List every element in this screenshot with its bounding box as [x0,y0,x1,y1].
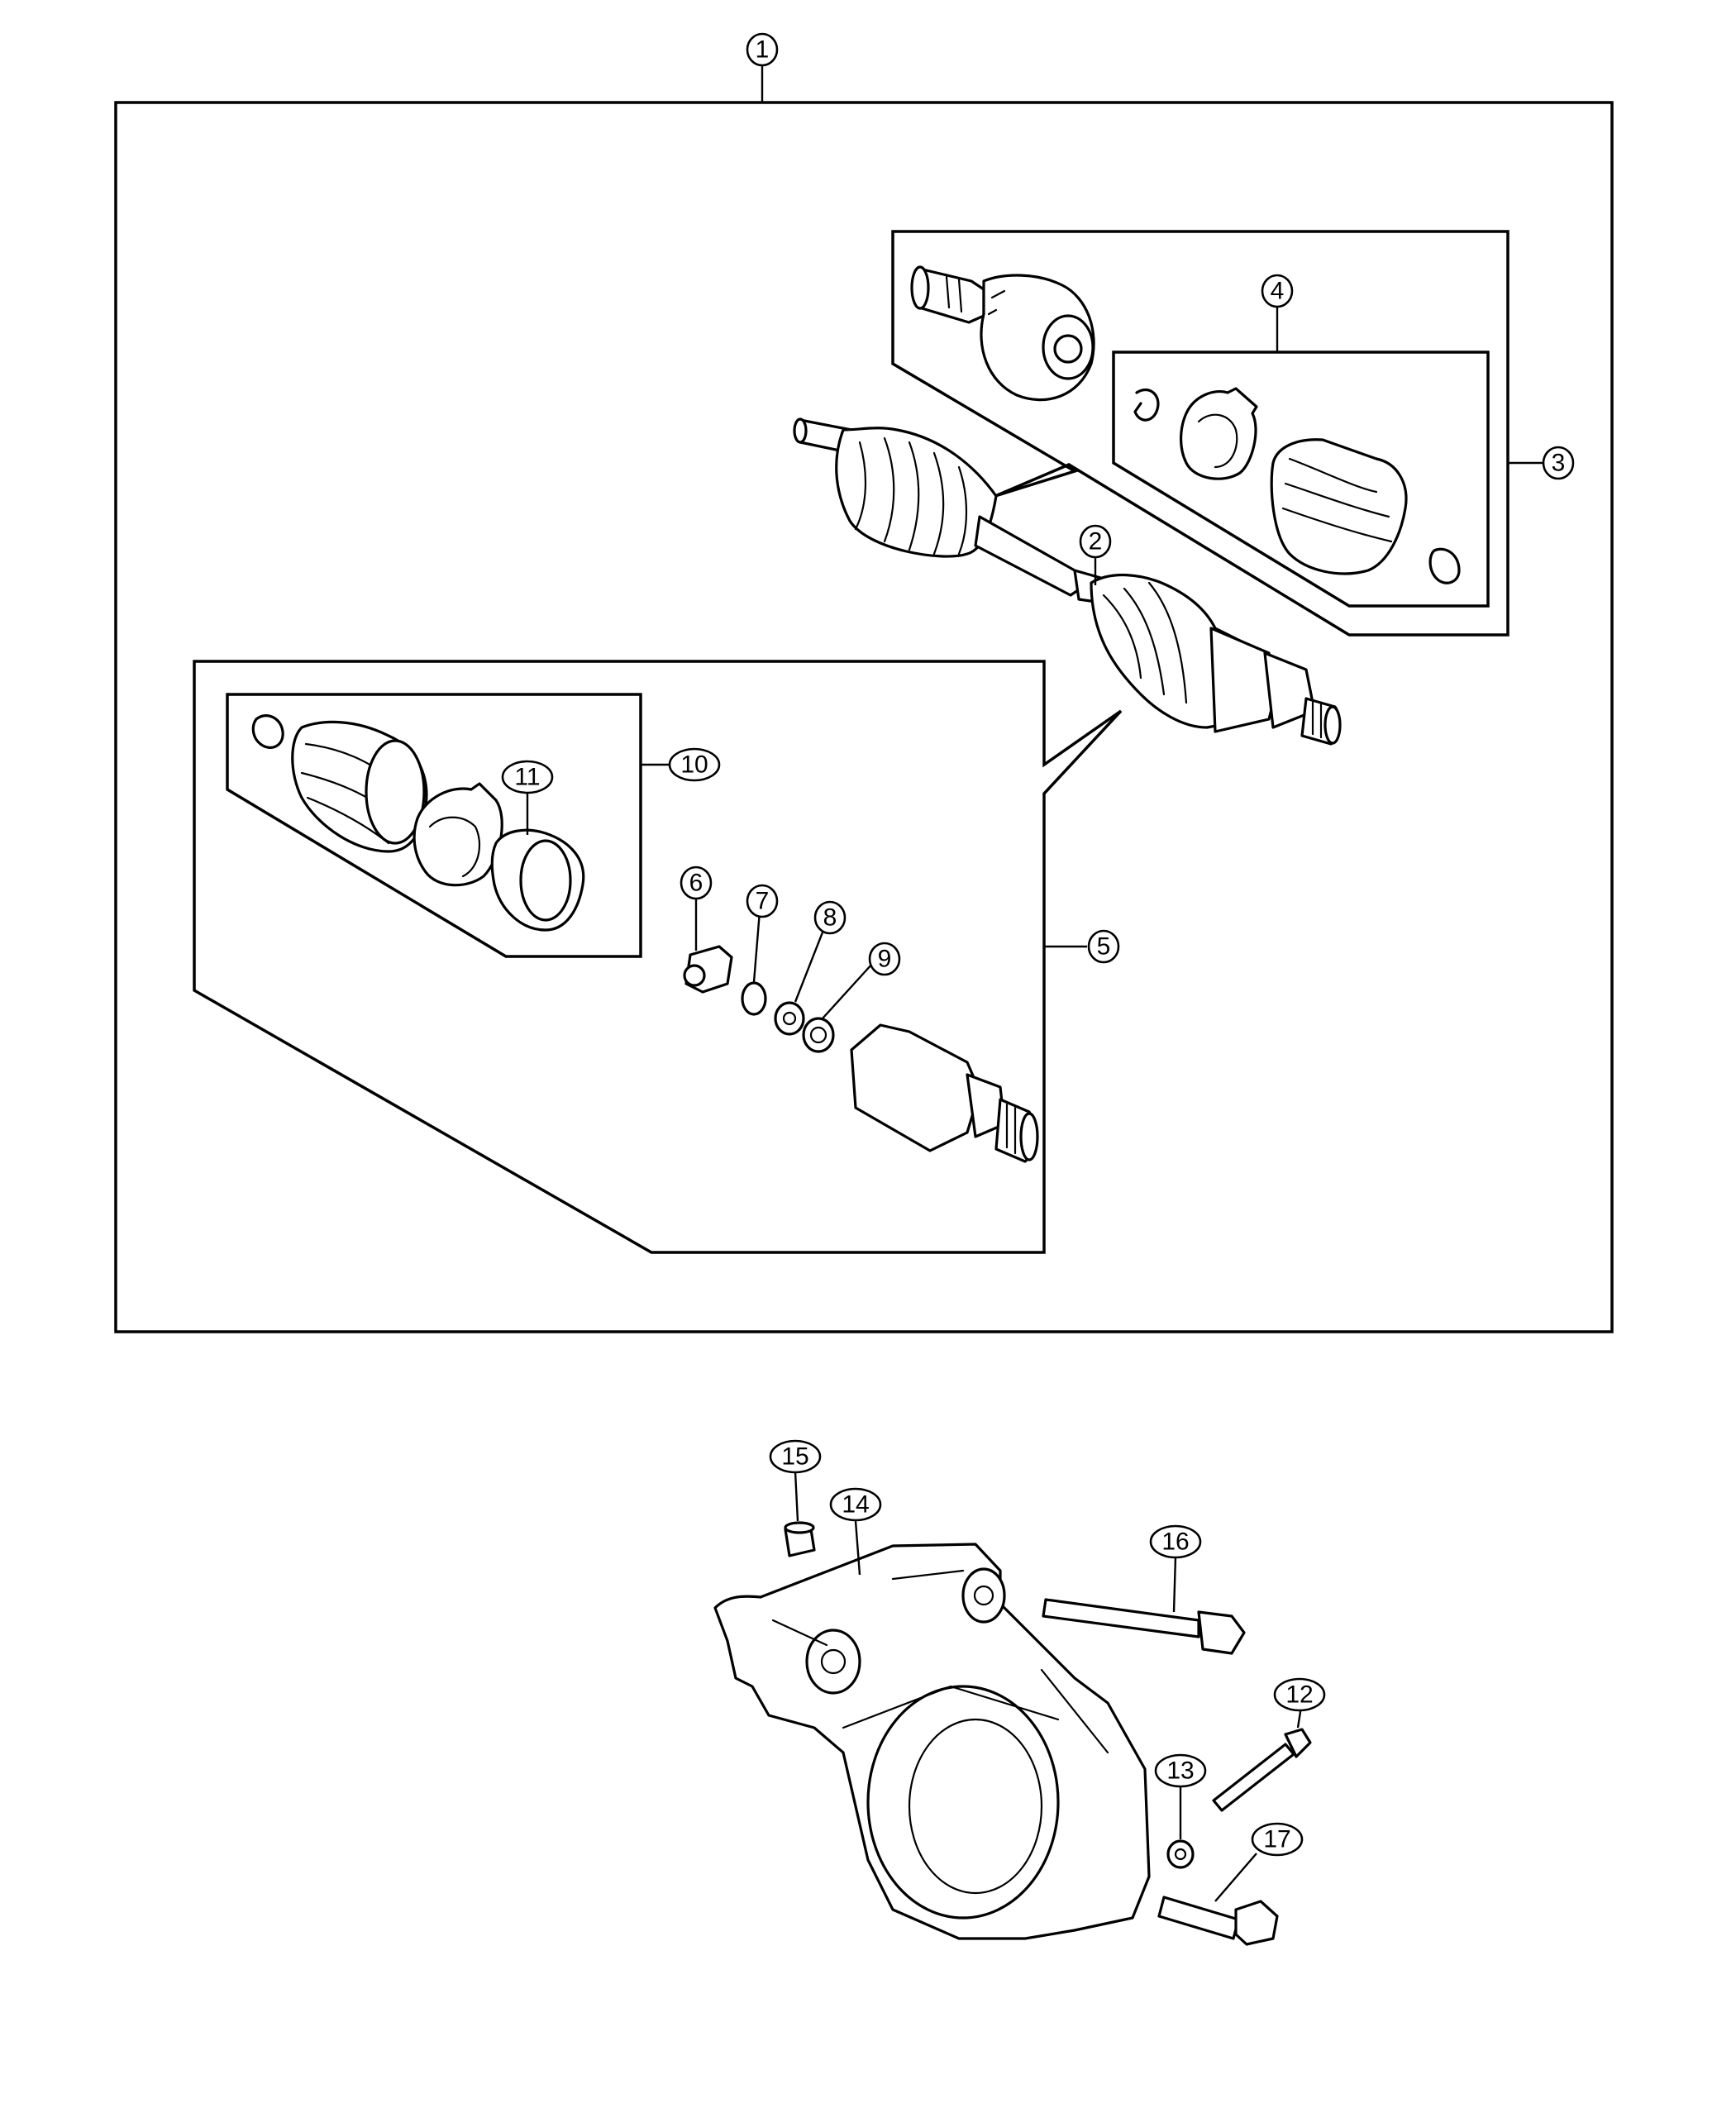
callout-circle [868,942,901,976]
callout-number: 13 [1166,1757,1194,1785]
callout-circle [813,900,847,935]
callout-14: 14 [829,1487,882,1522]
callout-number: 5 [1097,933,1111,961]
callout-number: 16 [1161,1529,1189,1556]
callout-circle [1251,1822,1304,1857]
inner-joint-parts [683,945,1039,1163]
callout-circle [1154,1753,1207,1788]
callout-number: 15 [781,1443,808,1471]
inner-joint-kit-frame [193,660,1123,1254]
callout-6: 6 [680,866,713,900]
callout-number: 6 [689,870,703,897]
callout-11: 11 [501,760,554,794]
callout-5: 5 [1087,929,1120,964]
outer-boot-kit-frame-shape [1112,351,1490,608]
short-bolt-part [1157,1896,1240,1940]
callout-circle [829,1487,882,1522]
small-washer-part [1166,1839,1195,1869]
bracket-hardware [713,1521,1312,1946]
outer-cv-joint-part [910,265,1095,402]
callout-number: 17 [1263,1826,1290,1853]
callout-4: 4 [1261,274,1294,308]
callout-circle [501,760,554,794]
callout-number: 12 [1285,1681,1313,1709]
callout-number: 11 [514,764,540,791]
callout-circle [1261,274,1294,308]
inner-boot-kit-frame [226,693,642,958]
callout-number: 8 [823,904,837,932]
callout-10: 10 [668,747,721,782]
callout-number: 3 [1552,450,1566,477]
callout-15: 15 [769,1439,822,1474]
callout-number: 14 [842,1491,869,1519]
outer-joint-kit-frame [891,230,1509,637]
callout-13: 13 [1154,1753,1207,1788]
callout-16: 16 [1149,1524,1202,1559]
callout-number: 9 [878,946,892,973]
callout-number: 2 [1089,528,1103,556]
callout-17: 17 [1251,1822,1304,1857]
callout-8: 8 [813,900,847,935]
callout-circle [1079,524,1112,559]
inner-joint-housing-part [850,1023,981,1152]
callout-9: 9 [868,942,901,976]
stud-bolt-part [1212,1743,1295,1812]
callout-circle [769,1439,822,1474]
callout-number: 10 [680,751,708,779]
outer-boot-kit-parts [1133,387,1461,584]
spacer-ring-part [774,1001,805,1036]
callout-circle [680,866,713,900]
callout-circle [668,747,721,782]
callout-3: 3 [1542,446,1575,480]
callout-12: 12 [1273,1677,1326,1712]
washer-part [802,1017,835,1053]
callout-circle [746,32,779,67]
callout-1: 1 [746,32,779,67]
inner-boot-kit-parts [251,714,585,932]
snap-ring-part [741,981,767,1016]
long-bolt-part [1042,1598,1200,1638]
callout-number: 4 [1271,278,1285,305]
callout-circle [1542,446,1575,480]
callout-circle [746,884,779,918]
callout-circle [1149,1524,1202,1559]
callout-number: 1 [756,36,770,64]
assembly-frame [114,101,1614,1333]
callout-7: 7 [746,884,779,918]
callout-circle [1087,929,1120,964]
halfshaft-part [793,417,1342,746]
callout-circle [1273,1677,1326,1712]
callout-2: 2 [1079,524,1112,559]
callout-number: 7 [756,888,770,915]
